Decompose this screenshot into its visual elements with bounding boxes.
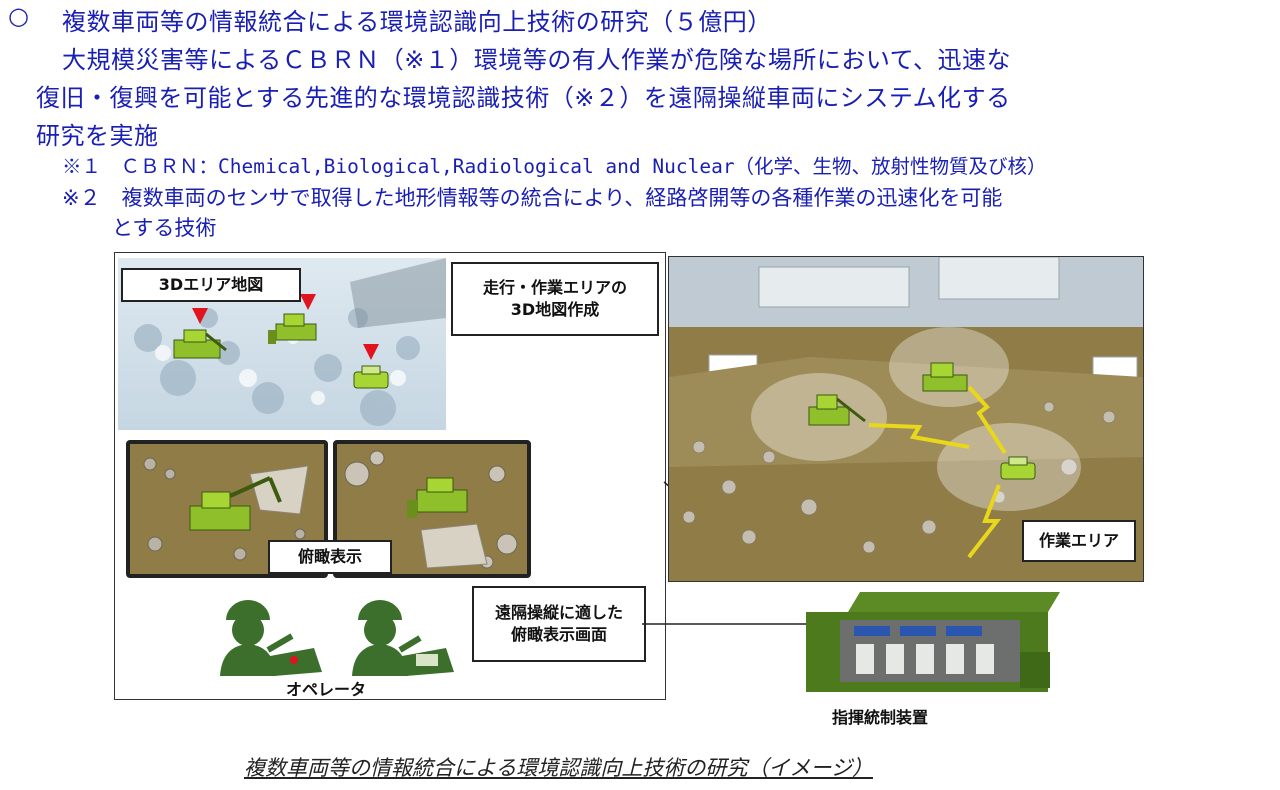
operator-label: オペレータ: [286, 680, 367, 699]
work-area-scene: [668, 256, 1144, 582]
work-truck-icon: [1000, 456, 1036, 480]
map-truck-icon: [353, 365, 389, 389]
command-unit-label: 指揮統制装置: [832, 708, 929, 727]
command-unit-icon: [806, 592, 1060, 692]
body-line-1: 大規模災害等によるＣＢＲＮ（※１）環境等の有人作業が危険な場所において、迅速な: [62, 46, 1011, 74]
marker-3-icon: [363, 344, 379, 360]
body-line-3: 研究を実施: [36, 122, 159, 150]
note-1: ※１ ＣＢＲＮ：Chemical,Biological,Radiological…: [62, 155, 1047, 178]
work-excavator-icon: [808, 394, 866, 426]
note-2-line-2: とする技術: [112, 216, 217, 240]
overhead-label: 俯瞰表示: [268, 540, 392, 574]
map-callout: 走行・作業エリアの 3D地図作成: [451, 262, 659, 336]
map-bulldozer-icon: [268, 313, 317, 344]
map-excavator-icon: [173, 329, 227, 359]
page-title: 複数車両等の情報統合による環境認識向上技術の研究（５億円）: [62, 8, 772, 36]
body-line-2: 復旧・復興を可能とする先進的な環境認識技術（※２）を遠隔操縦車両にシステム化する: [36, 84, 1011, 112]
operator-2-icon: [352, 600, 454, 676]
work-bulldozer-icon: [922, 362, 968, 392]
figure-caption: 複数車両等の情報統合による環境認識向上技術の研究（イメージ）: [244, 756, 873, 780]
overhead-view-2: [333, 440, 531, 578]
screen-callout: 遠隔操縦に適した 俯瞰表示画面: [472, 586, 646, 662]
operator-1-icon: [220, 600, 322, 676]
map-3d-label: 3Dエリア地図: [121, 268, 301, 302]
marker-2-icon: [300, 294, 316, 310]
work-area-label: 作業エリア: [1022, 520, 1136, 562]
marker-1-icon: [192, 308, 208, 324]
bullet-icon: ○: [8, 2, 30, 30]
note-2-line-1: ※２ 複数車両のセンサで取得した地形情報等の統合により、経路啓開等の各種作業の迅…: [62, 186, 1003, 210]
